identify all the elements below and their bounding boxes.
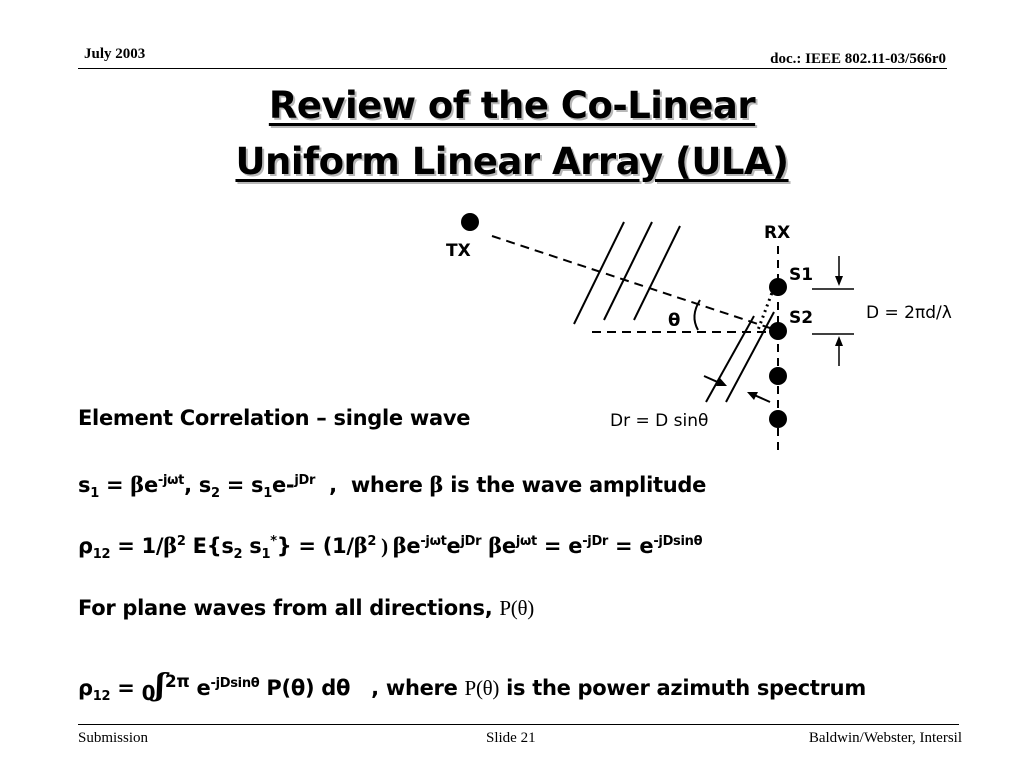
- spacing-label: D = 2πd/λ: [866, 303, 952, 323]
- dr-arrowhead-left: [716, 378, 727, 386]
- element-3: [769, 367, 787, 385]
- rx-label: RX: [764, 223, 790, 243]
- spacing-arrowhead-bottom: [835, 336, 843, 346]
- wavefront-3: [633, 225, 681, 321]
- tx-ray: [491, 235, 771, 329]
- header-doc-id: doc.: IEEE 802.11-03/566r0: [770, 51, 946, 67]
- s2-label: S2: [789, 308, 813, 328]
- dr-label: Dr = D sinθ: [610, 411, 708, 431]
- slide-title-line1: Review of the Co-Linear: [268, 84, 756, 127]
- wavefront-4: [705, 315, 755, 403]
- element-s2: [769, 322, 787, 340]
- header-rule: [78, 68, 947, 69]
- element-4: [769, 410, 787, 428]
- footer-slide-number: Slide 21: [486, 730, 536, 746]
- footer-authors: Baldwin/Webster, Intersil: [808, 730, 962, 746]
- dr-arrowhead-right: [747, 392, 758, 400]
- equation-integral: ρ12 = 0ʃ2π e-jDsinθ P(θ) dθ , where P(θ)…: [78, 668, 866, 706]
- tx-point: [461, 213, 479, 231]
- equation-signals: s1 = βe-jωt, s2 = s1e-jDr , where β is t…: [78, 472, 707, 502]
- s1-label: S1: [789, 265, 813, 285]
- slide-title-line2: Uniform Linear Array (ULA): [235, 140, 789, 183]
- path-difference-dotted: [756, 281, 778, 331]
- footer-submission: Submission: [78, 730, 149, 746]
- spacing-arrowhead-top: [835, 276, 843, 286]
- theta-label: θ: [668, 310, 680, 331]
- section-heading: Element Correlation – single wave: [78, 406, 471, 430]
- wavefront-2: [603, 221, 653, 321]
- element-s1: [769, 278, 787, 296]
- tx-label: TX: [446, 241, 471, 261]
- wavefront-1: [573, 221, 625, 325]
- plane-waves-line: For plane waves from all directions, P(θ…: [78, 596, 534, 620]
- theta-arc: [693, 299, 701, 331]
- footer-rule: [78, 724, 959, 725]
- equation-correlation: ρ12 = 1/β2 E{s2 s1*} = (1/β2 ) βe-jωtejD…: [78, 533, 703, 563]
- header-date: July 2003: [84, 46, 146, 62]
- wavefront-5: [725, 311, 775, 403]
